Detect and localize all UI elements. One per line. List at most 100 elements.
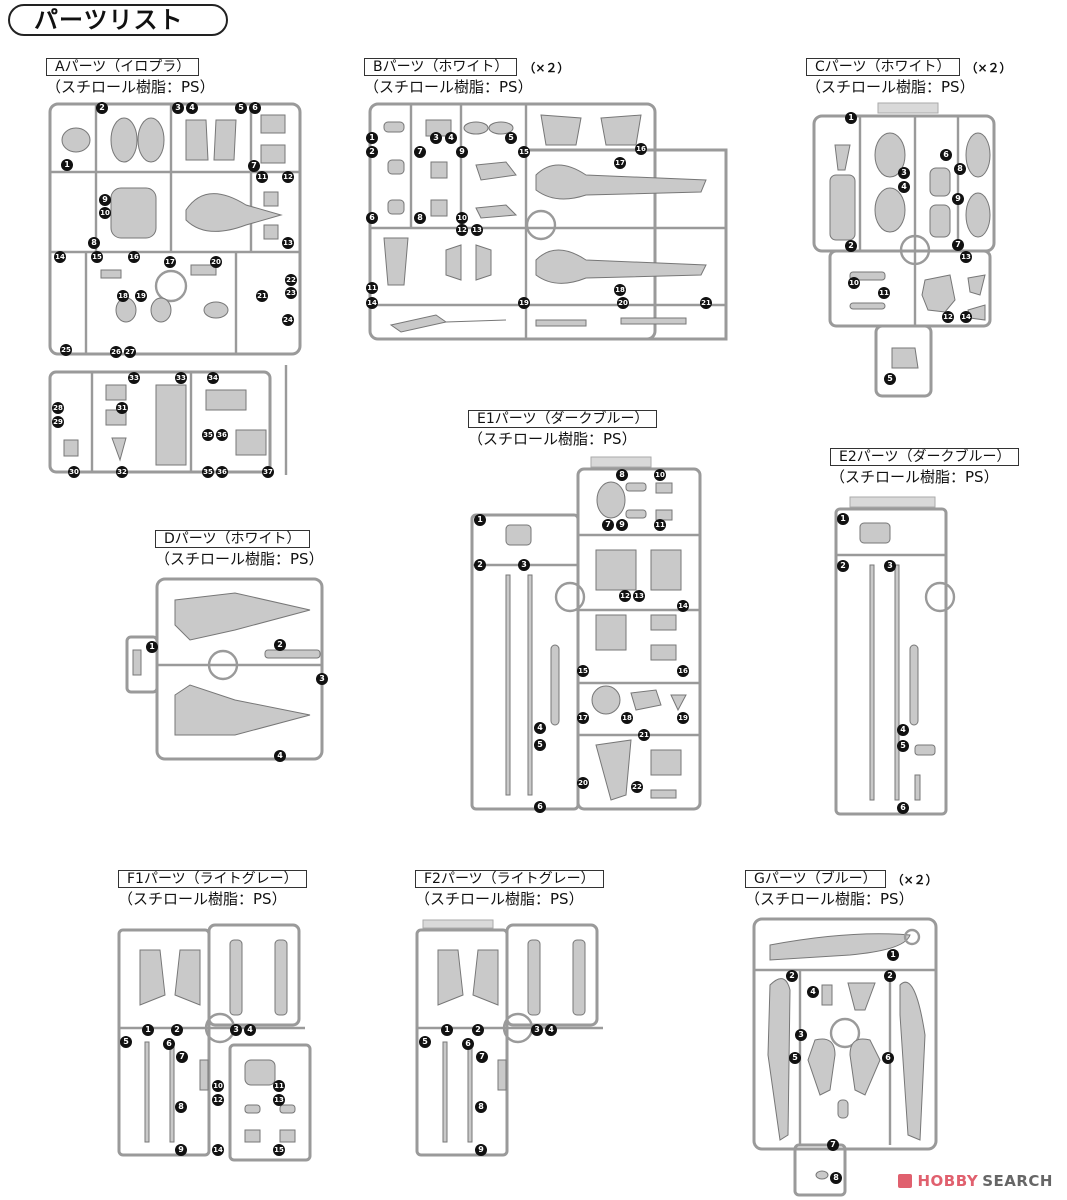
part-number-badge: 27 bbox=[124, 346, 136, 358]
section-b-header: Bパーツ（ホワイト）（×２） （スチロール樹脂：PS） bbox=[364, 58, 569, 96]
part-number-badge: 9 bbox=[99, 194, 111, 206]
multiplier: （×２） bbox=[891, 872, 938, 887]
part-number-badge: 13 bbox=[471, 224, 483, 236]
part-number-badge: 19 bbox=[135, 290, 147, 302]
part-number-badge: 31 bbox=[116, 402, 128, 414]
part-number-badge: 11 bbox=[878, 287, 890, 299]
part-number-badge: 33 bbox=[175, 372, 187, 384]
part-number-badge: 5 bbox=[419, 1036, 431, 1048]
part-number-badge: 13 bbox=[633, 590, 645, 602]
part-number-badge: 37 bbox=[262, 466, 274, 478]
part-number-badge: 4 bbox=[445, 132, 457, 144]
part-number-badge: 14 bbox=[366, 297, 378, 309]
runner-c bbox=[812, 102, 996, 398]
part-number-badge: 2 bbox=[884, 970, 896, 982]
part-number-badge: 24 bbox=[282, 314, 294, 326]
section-label: E1パーツ（ダークブルー） bbox=[468, 410, 658, 428]
part-number-badge: 3 bbox=[531, 1024, 543, 1036]
section-f1-header: F1パーツ（ライトグレー） （スチロール樹脂：PS） bbox=[118, 870, 313, 908]
part-number-badge: 4 bbox=[545, 1024, 557, 1036]
part-number-badge: 6 bbox=[366, 212, 378, 224]
part-number-badge: 20 bbox=[577, 777, 589, 789]
part-number-badge: 15 bbox=[518, 146, 530, 158]
part-number-badge: 29 bbox=[52, 416, 64, 428]
part-number-badge: 6 bbox=[534, 801, 546, 813]
section-label: Dパーツ（ホワイト） bbox=[155, 530, 310, 548]
section-e2-header: E2パーツ（ダークブルー） （スチロール樹脂：PS） bbox=[830, 448, 1025, 486]
part-number-badge: 9 bbox=[175, 1144, 187, 1156]
material-note: （スチロール樹脂：PS） bbox=[415, 890, 584, 908]
section-f2-header: F2パーツ（ライトグレー） （スチロール樹脂：PS） bbox=[415, 870, 610, 908]
part-number-badge: 11 bbox=[366, 282, 378, 294]
part-number-badge: 1 bbox=[887, 949, 899, 961]
part-number-badge: 14 bbox=[677, 600, 689, 612]
part-number-badge: 21 bbox=[700, 297, 712, 309]
part-number-badge: 7 bbox=[414, 146, 426, 158]
part-number-badge: 1 bbox=[441, 1024, 453, 1036]
section-label: F2パーツ（ライトグレー） bbox=[415, 870, 604, 888]
watermark-search: SEARCH bbox=[982, 1172, 1053, 1190]
part-number-badge: 21 bbox=[638, 729, 650, 741]
part-number-badge: 6 bbox=[249, 102, 261, 114]
material-note: （スチロール樹脂：PS） bbox=[745, 890, 914, 908]
section-e1-header: E1パーツ（ダークブルー） （スチロール樹脂：PS） bbox=[468, 410, 663, 448]
part-number-badge: 2 bbox=[274, 639, 286, 651]
part-number-badge: 13 bbox=[282, 237, 294, 249]
hobby-search-logo-icon bbox=[897, 1174, 912, 1188]
part-number-badge: 3 bbox=[795, 1029, 807, 1041]
part-number-badge: 19 bbox=[677, 712, 689, 724]
part-number-badge: 11 bbox=[256, 171, 268, 183]
part-number-badge: 9 bbox=[616, 519, 628, 531]
part-number-badge: 12 bbox=[942, 311, 954, 323]
part-number-badge: 6 bbox=[897, 802, 909, 814]
part-number-badge: 33 bbox=[128, 372, 140, 384]
part-number-badge: 8 bbox=[88, 237, 100, 249]
section-label: E2パーツ（ダークブルー） bbox=[830, 448, 1020, 466]
part-number-badge: 1 bbox=[146, 641, 158, 653]
part-number-badge: 9 bbox=[952, 193, 964, 205]
part-number-badge: 16 bbox=[677, 665, 689, 677]
section-c-header: Cパーツ（ホワイト）（×２） （スチロール樹脂：PS） bbox=[806, 58, 1012, 96]
part-number-badge: 8 bbox=[616, 469, 628, 481]
part-number-badge: 14 bbox=[54, 251, 66, 263]
part-number-badge: 2 bbox=[171, 1024, 183, 1036]
part-number-badge: 17 bbox=[577, 712, 589, 724]
part-number-badge: 17 bbox=[614, 157, 626, 169]
runner-e2 bbox=[834, 496, 956, 816]
part-number-badge: 4 bbox=[898, 181, 910, 193]
part-number-badge: 7 bbox=[952, 239, 964, 251]
part-number-badge: 11 bbox=[273, 1080, 285, 1092]
part-number-badge: 9 bbox=[456, 146, 468, 158]
part-number-badge: 4 bbox=[186, 102, 198, 114]
section-a-header: Aパーツ（イロプラ） （スチロール樹脂：PS） bbox=[46, 58, 215, 96]
part-number-badge: 4 bbox=[897, 724, 909, 736]
part-number-badge: 4 bbox=[534, 722, 546, 734]
part-number-badge: 36 bbox=[216, 466, 228, 478]
part-number-badge: 3 bbox=[172, 102, 184, 114]
material-note: （スチロール樹脂：PS） bbox=[155, 550, 324, 568]
part-number-badge: 10 bbox=[99, 207, 111, 219]
part-number-badge: 6 bbox=[940, 149, 952, 161]
runner-e1 bbox=[470, 456, 702, 811]
part-number-badge: 2 bbox=[837, 560, 849, 572]
part-number-badge: 1 bbox=[837, 513, 849, 525]
part-number-badge: 12 bbox=[619, 590, 631, 602]
part-number-badge: 7 bbox=[248, 160, 260, 172]
part-number-badge: 1 bbox=[366, 132, 378, 144]
part-number-badge: 1 bbox=[61, 159, 73, 171]
part-number-badge: 8 bbox=[475, 1101, 487, 1113]
part-number-badge: 14 bbox=[212, 1144, 224, 1156]
part-number-badge: 18 bbox=[614, 284, 626, 296]
part-number-badge: 4 bbox=[807, 986, 819, 998]
runner-f1 bbox=[117, 923, 312, 1162]
part-number-badge: 12 bbox=[282, 171, 294, 183]
part-number-badge: 10 bbox=[654, 469, 666, 481]
part-number-badge: 5 bbox=[789, 1052, 801, 1064]
part-number-badge: 2 bbox=[96, 102, 108, 114]
part-number-badge: 7 bbox=[476, 1051, 488, 1063]
part-number-badge: 8 bbox=[954, 163, 966, 175]
part-number-badge: 3 bbox=[230, 1024, 242, 1036]
material-note: （スチロール樹脂：PS） bbox=[364, 78, 533, 96]
part-number-badge: 13 bbox=[960, 251, 972, 263]
part-number-badge: 9 bbox=[475, 1144, 487, 1156]
